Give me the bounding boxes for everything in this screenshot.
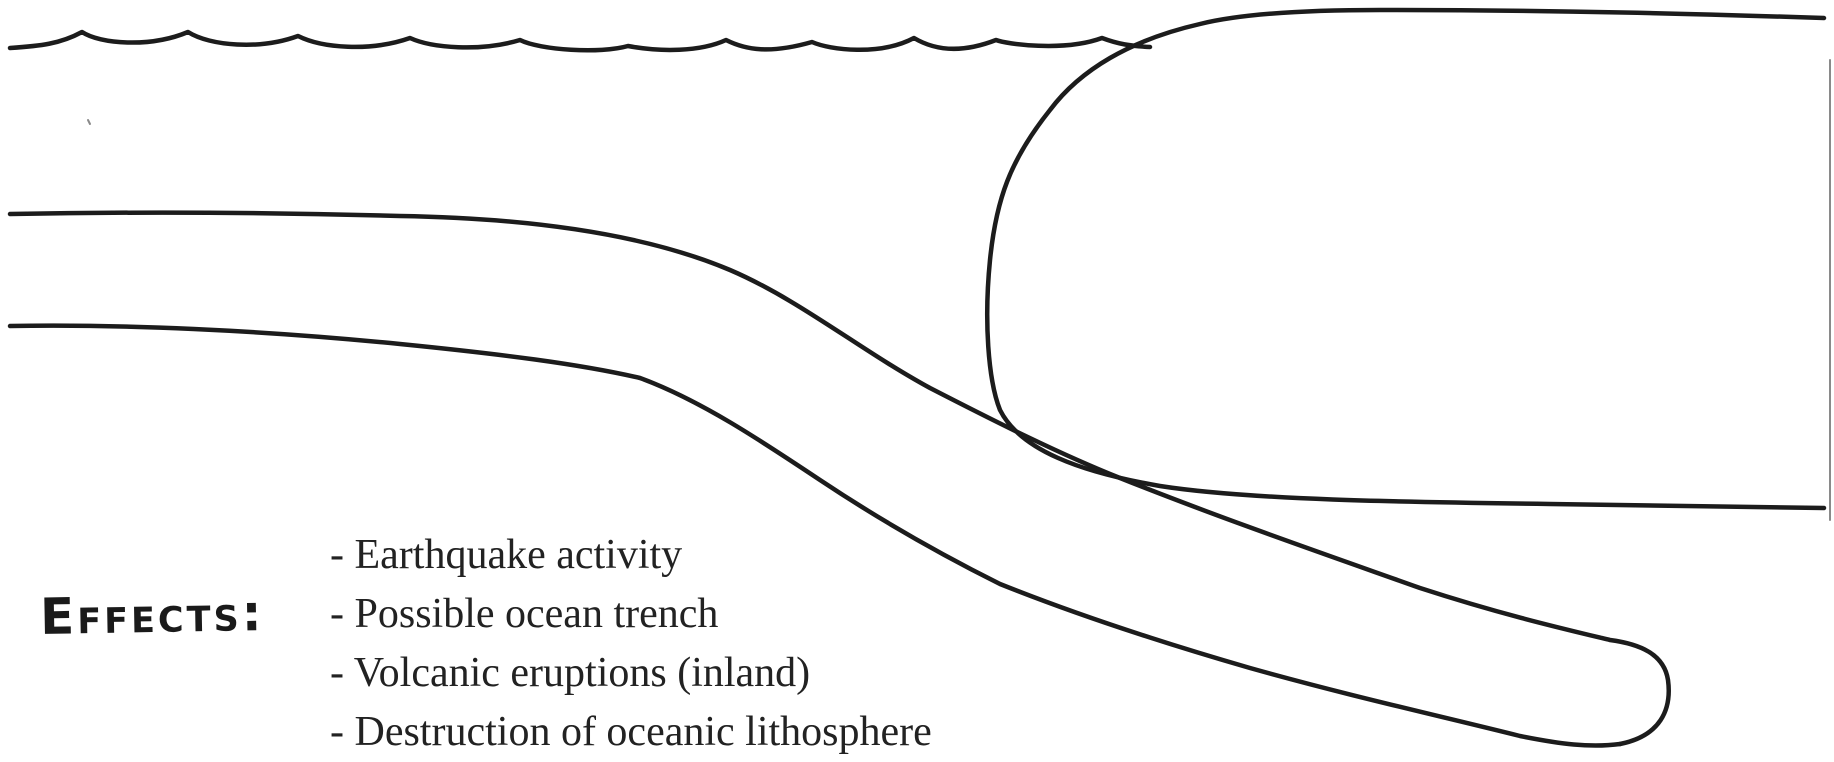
continental-plate-outline	[987, 10, 1824, 508]
effects-list: - Earthquake activity - Possible ocean t…	[330, 526, 932, 762]
sea-surface-line	[10, 32, 1150, 50]
list-item: - Destruction of oceanic lithosphere	[330, 703, 932, 762]
effects-heading: Effects:	[40, 584, 266, 646]
sketch-mark	[88, 120, 90, 124]
list-item: - Volcanic eruptions (inland)	[330, 644, 932, 703]
list-item: - Earthquake activity	[330, 526, 932, 585]
list-item: - Possible ocean trench	[330, 585, 932, 644]
